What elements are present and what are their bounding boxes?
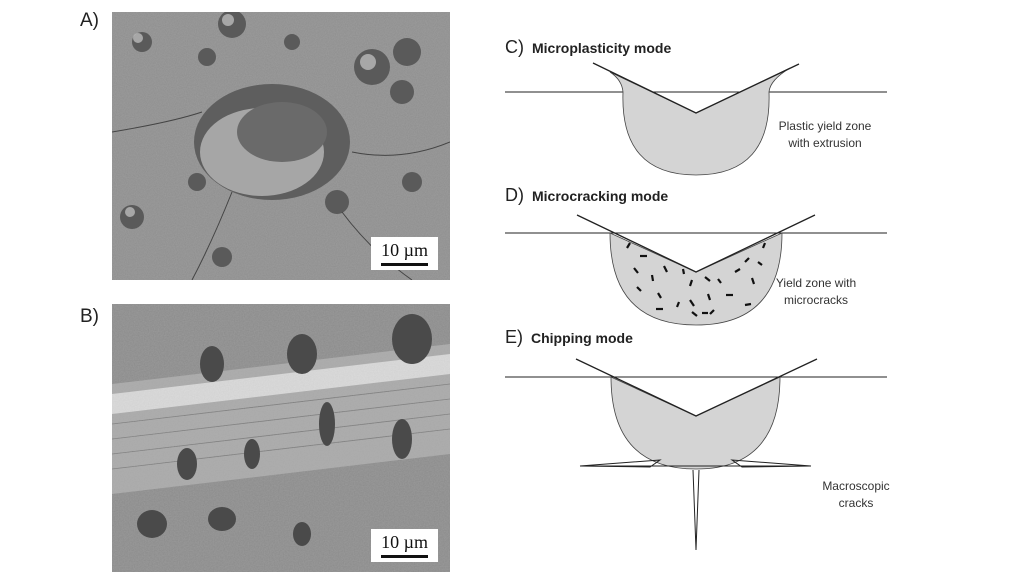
scale-bar-a-line bbox=[381, 263, 428, 266]
panel-d-title-text: Microcracking mode bbox=[532, 188, 669, 204]
panel-e-letter: E) bbox=[505, 327, 523, 347]
sem-scratch-texture bbox=[112, 304, 450, 572]
sem-image-indent: 10 µm bbox=[112, 12, 450, 280]
indenter-e bbox=[575, 358, 818, 417]
scale-bar-b-text: 10 µm bbox=[381, 532, 428, 552]
microplasticity-diagram bbox=[505, 62, 887, 176]
yield-zone-with-microcracks bbox=[609, 232, 783, 326]
panel-c-note-line1: Plastic yield zone bbox=[778, 119, 872, 133]
scale-bar-a-text: 10 µm bbox=[381, 240, 428, 260]
panel-c-note: Plastic yield zone with extrusion bbox=[764, 118, 886, 152]
scale-bar-a: 10 µm bbox=[371, 237, 438, 270]
panel-c-note-line2: with extrusion bbox=[788, 136, 862, 150]
indenter-c bbox=[592, 62, 800, 114]
panel-e-title: E) Chipping mode bbox=[505, 327, 633, 348]
scale-bar-b-line bbox=[381, 555, 428, 558]
panel-d-title: D) Microcracking mode bbox=[505, 185, 668, 206]
panel-d-letter: D) bbox=[505, 185, 524, 205]
panel-c-title-text: Microplasticity mode bbox=[532, 40, 672, 56]
panel-e-title-text: Chipping mode bbox=[531, 330, 633, 346]
microcracks bbox=[626, 242, 767, 317]
panel-a-label: A) bbox=[80, 10, 99, 31]
indenter-d bbox=[576, 214, 816, 273]
sem-image-scratch: 10 µm bbox=[112, 304, 450, 572]
damage-zone bbox=[610, 376, 781, 470]
panel-c-title: C) Microplasticity mode bbox=[505, 37, 671, 58]
panel-c-letter: C) bbox=[505, 37, 524, 57]
panel-b-label: B) bbox=[80, 306, 99, 327]
macroscopic-cracks bbox=[579, 459, 812, 551]
scale-bar-b: 10 µm bbox=[371, 529, 438, 562]
panel-d-note: Yield zone with microcracks bbox=[766, 275, 866, 309]
sem-indent-texture bbox=[112, 12, 450, 280]
panel-e-note-line1: Macroscopic bbox=[822, 479, 890, 493]
panel-d-note-line1: Yield zone with bbox=[775, 276, 857, 290]
microcracking-diagram bbox=[505, 214, 887, 326]
chipping-diagram bbox=[505, 358, 887, 551]
plastic-yield-zone bbox=[609, 67, 791, 176]
panel-e-note: Macroscopic cracks bbox=[806, 478, 906, 512]
panel-e-note-line2: cracks bbox=[838, 496, 874, 510]
panel-d-note-line2: microcracks bbox=[783, 293, 848, 307]
